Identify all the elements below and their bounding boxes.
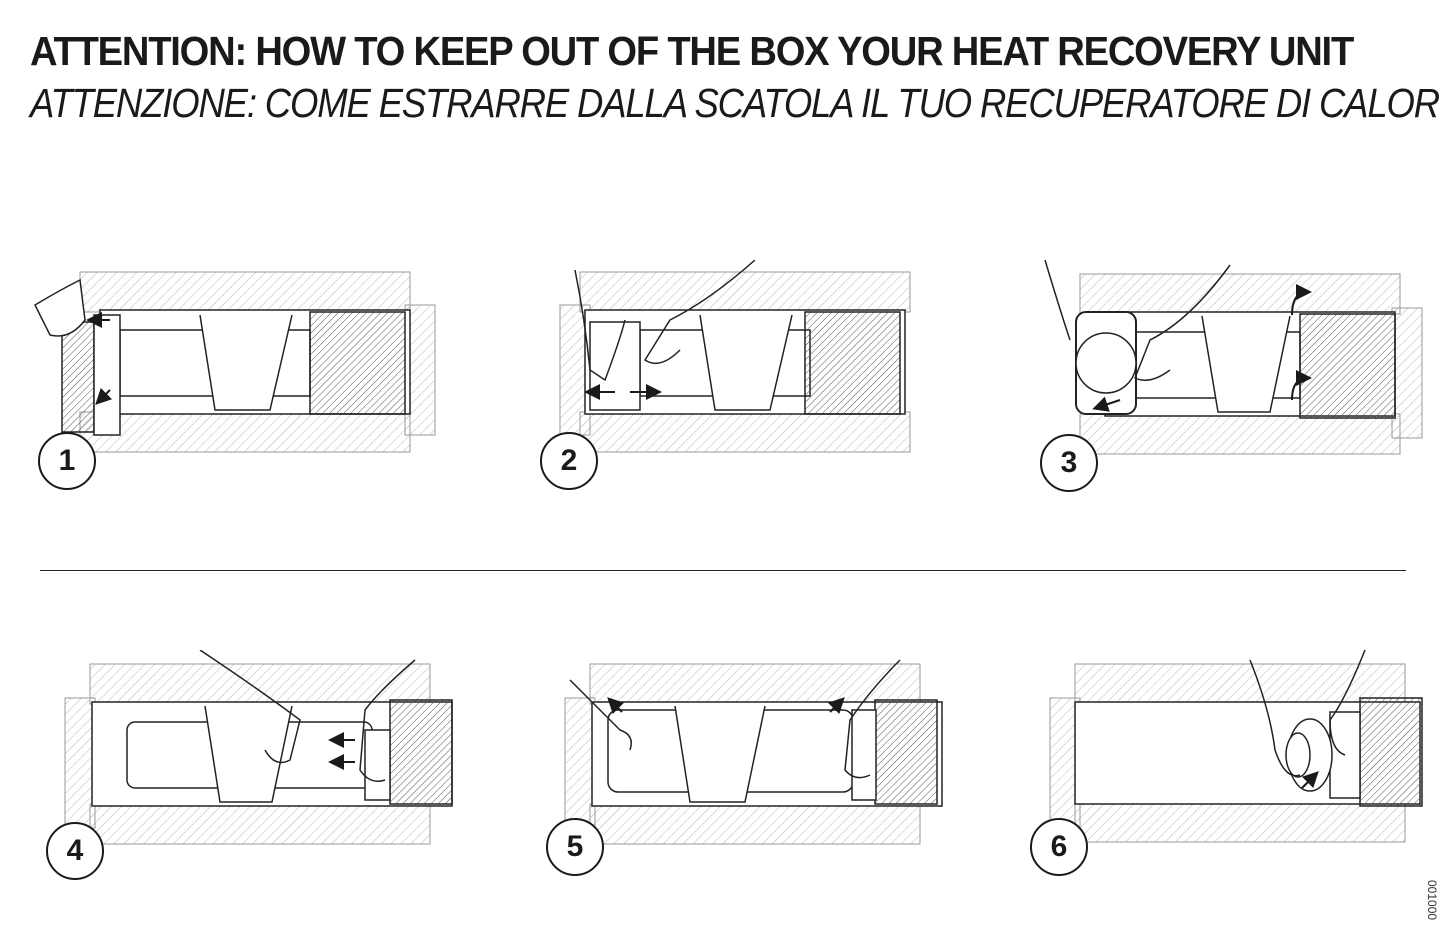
section-divider [40,570,1406,571]
step-number-4: 4 [46,822,104,880]
step-5-illustration: 5 [540,650,980,910]
step-number-6: 6 [1030,818,1088,876]
step-6-illustration: 6 [1030,650,1440,910]
document-code: 001000 [1425,880,1439,921]
title-italian: ATTENZIONE: COME ESTRARRE DALLA SCATOLA … [30,80,1440,126]
step-number-3: 3 [1040,434,1098,492]
step-4-illustration: 4 [40,650,480,910]
step-1-illustration: 1 [30,260,470,520]
title-english: ATTENTION: HOW TO KEEP OUT OF THE BOX YO… [30,28,1354,74]
step-number-1: 1 [38,432,96,490]
step-3-illustration: 3 [1030,260,1440,520]
step-2-illustration: 2 [530,260,970,520]
step-number-5: 5 [546,818,604,876]
step-number-2: 2 [540,432,598,490]
